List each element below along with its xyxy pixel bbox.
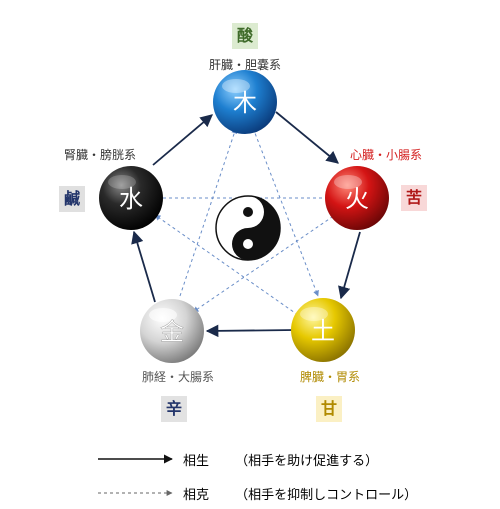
- arrow-wood-generates-fire: [275, 111, 339, 164]
- arrow-fire-controls-metal: [192, 212, 339, 313]
- organ-earth: 脾臓・胃系: [299, 370, 361, 384]
- sphere-earth: 土: [291, 298, 355, 362]
- earth-symbol: 土: [311, 317, 335, 345]
- organ-water: 腎臓・膀胱系: [63, 148, 137, 162]
- organ-wood: 肝臓・胆嚢系: [208, 58, 282, 72]
- metal-symbol: 金: [160, 318, 184, 346]
- sphere-fire: 火: [325, 166, 389, 230]
- generating-arrows: [131, 111, 361, 338]
- arrow-water-generates-wood: [152, 114, 213, 166]
- legend-generating-label: 相生: [183, 454, 210, 469]
- arrow-wood-controls-earth: [252, 127, 319, 297]
- taste-earth: 甘: [316, 396, 342, 422]
- taste-water-text: 鹹: [63, 189, 80, 208]
- taste-wood-text: 酸: [236, 26, 253, 45]
- sphere-wood: 木: [213, 70, 277, 134]
- taste-earth-text: 甘: [320, 399, 337, 418]
- taste-metal-text: 辛: [165, 399, 182, 418]
- fire-symbol: 火: [345, 185, 369, 213]
- arrow-earth-generates-metal: [205, 324, 296, 338]
- yin-yang-icon: [215, 195, 281, 261]
- arrow-fire-generates-earth: [338, 231, 361, 300]
- sphere-metal: 金: [140, 299, 204, 363]
- legend-controlling: 相克 （相手を抑制しコントロール）: [183, 484, 417, 503]
- legend-controlling-description: （相手を抑制しコントロール）: [235, 488, 418, 503]
- organ-metal: 肺経・大腸系: [141, 370, 215, 384]
- taste-water: 鹹: [59, 186, 85, 212]
- taste-wood: 酸: [232, 23, 258, 49]
- water-symbol: 水: [119, 185, 143, 213]
- organ-fire: 心臓・小腸系: [349, 148, 423, 162]
- wood-symbol: 木: [233, 89, 257, 117]
- taste-metal: 辛: [161, 396, 187, 422]
- arrow-earth-controls-water: [154, 214, 299, 316]
- taste-fire: 苦: [401, 185, 427, 211]
- taste-fire-text: 苦: [405, 188, 422, 207]
- arrow-metal-generates-water: [131, 230, 156, 303]
- legend-generating: 相生 （相手を助け促進する）: [183, 450, 378, 469]
- legend-generating-description: （相手を助け促進する）: [235, 454, 379, 469]
- sphere-water: 水: [99, 166, 163, 230]
- legend-controlling-label: 相克: [183, 488, 210, 503]
